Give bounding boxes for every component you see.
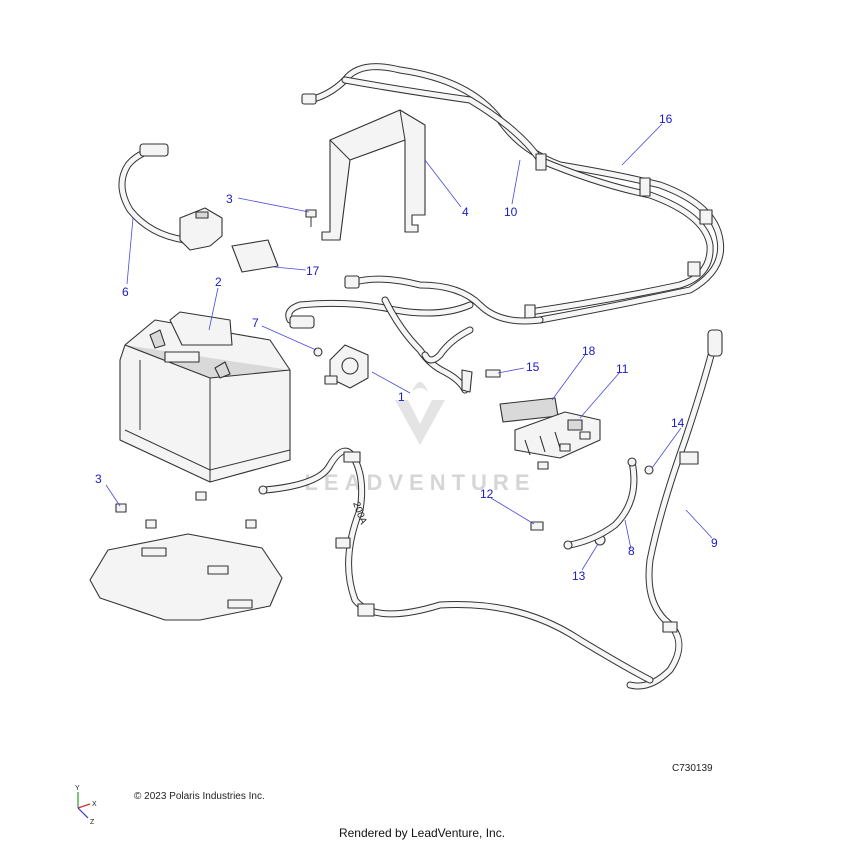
callout-11: 11 — [616, 362, 629, 376]
battery — [119, 311, 291, 483]
watermark: LEADVENTURE — [304, 382, 535, 495]
callout-8: 8 — [628, 544, 635, 558]
watermark-text: LEADVENTURE — [304, 470, 535, 495]
callout-15: 15 — [526, 360, 540, 374]
callout-12: 12 — [480, 487, 494, 501]
screws — [485, 369, 654, 546]
axis-triad-icon: Y X Z — [75, 785, 97, 826]
callout-13: 13 — [572, 569, 586, 583]
callout-14: 14 — [671, 416, 685, 430]
ground-strap — [563, 457, 638, 550]
main-harness — [285, 63, 725, 394]
callout-7: 7 — [252, 316, 259, 330]
callout-3-lower: 3 — [95, 472, 102, 486]
callout-2: 2 — [215, 275, 222, 289]
relay — [324, 344, 369, 389]
positive-cable — [626, 329, 723, 690]
bolt — [305, 209, 317, 227]
tray-bolts — [115, 491, 257, 529]
main-power-cable: 200A — [258, 447, 654, 684]
watermark-logo-icon — [395, 400, 445, 445]
footer-credit: Rendered by LeadVenture, Inc. — [338, 826, 506, 840]
callout-16: 16 — [659, 112, 673, 126]
callout-6: 6 — [122, 285, 129, 299]
nut — [313, 347, 323, 357]
copyright: © 2023 Polaris Industries Inc. — [134, 791, 265, 802]
callout-3-upper: 3 — [226, 192, 233, 206]
callout-numbers: 1 2 3 3 4 6 7 8 9 10 11 12 13 14 15 16 1… — [95, 112, 718, 583]
axis-y-label: Y — [75, 785, 80, 792]
callout-18: 18 — [582, 344, 596, 358]
callout-10: 10 — [504, 205, 518, 219]
axis-z-label: Z — [90, 819, 95, 826]
battery-hold-down-bracket — [321, 109, 426, 241]
callout-1: 1 — [398, 390, 405, 404]
axis-x-label: X — [92, 801, 97, 808]
pad — [231, 239, 279, 273]
battery-tray — [89, 533, 283, 621]
fuse-block — [514, 411, 601, 459]
callout-17: 17 — [306, 264, 320, 278]
callout-9: 9 — [711, 536, 718, 550]
negative-cable — [118, 143, 223, 251]
drawing-number: C730139 — [672, 763, 713, 774]
leader-lines — [105, 123, 713, 571]
callout-4: 4 — [462, 205, 469, 219]
